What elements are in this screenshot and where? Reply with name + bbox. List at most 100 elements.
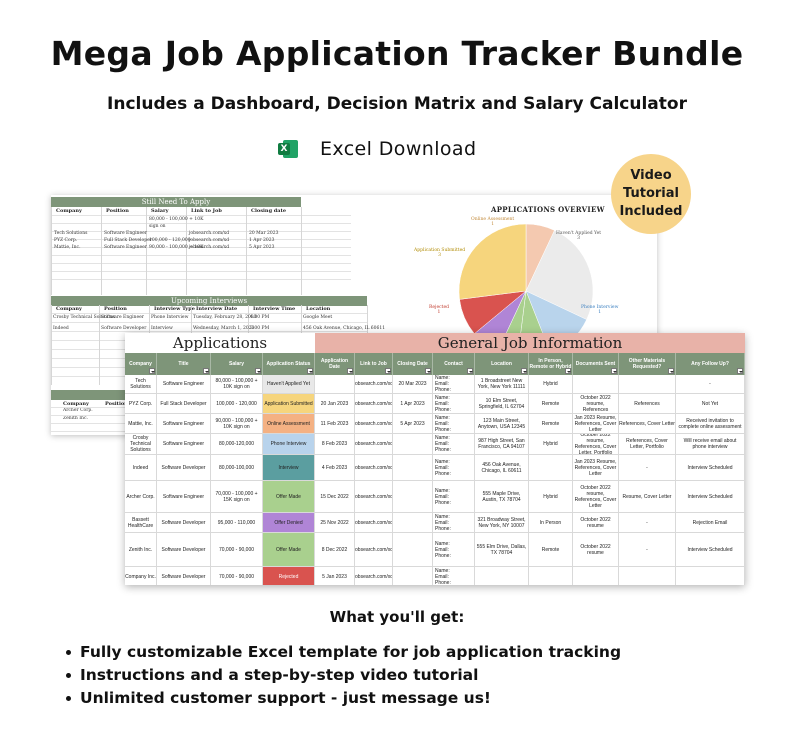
table-cell: Google Meet xyxy=(303,315,333,320)
status-cell: Offer Made xyxy=(263,533,315,567)
page-subtitle: Includes a Dashboard, Decision Matrix an… xyxy=(107,94,687,114)
filter-dropdown-icon[interactable] xyxy=(668,368,674,374)
table-cell: Hybrid xyxy=(529,481,573,513)
table-cell: Hybrid xyxy=(529,375,573,394)
table-cell: October 2022 resume, References, Cover L… xyxy=(573,434,619,455)
column-header: Application Status xyxy=(263,353,315,375)
table-cell: Software Developer xyxy=(157,455,211,481)
table-cell: Software Developer xyxy=(157,567,211,585)
table-cell xyxy=(619,375,676,394)
table-cell: jobsearch.com/xd xyxy=(189,238,230,243)
status-cell: Haven't Applied Yet xyxy=(263,375,315,394)
table-cell: 5 Apr 2023 xyxy=(393,414,433,434)
filter-dropdown-icon[interactable] xyxy=(425,368,431,374)
bullet-icon xyxy=(66,696,71,701)
filter-dropdown-icon[interactable] xyxy=(347,368,353,374)
third-band xyxy=(51,390,125,400)
filter-dropdown-icon[interactable] xyxy=(307,368,313,374)
pie-slice xyxy=(525,230,594,320)
column-header: Contact xyxy=(433,353,475,375)
table-header: Interview Type xyxy=(154,306,195,312)
grid-line xyxy=(51,223,351,224)
excel-label: Excel Download xyxy=(320,138,477,160)
table-cell xyxy=(393,481,433,513)
grid-line xyxy=(51,415,125,416)
excel-icon: X xyxy=(278,139,298,159)
table-cell: Mattie, Inc. xyxy=(125,414,157,434)
filter-dropdown-icon[interactable] xyxy=(385,368,391,374)
table-cell: Software Engineer xyxy=(157,434,211,455)
table-cell: 456 Oak Avenue, Chicago, IL 60611 xyxy=(303,326,386,331)
table-cell: Crosby Technical Solutions xyxy=(53,315,115,320)
table-header: Salary xyxy=(151,208,169,214)
table-cell xyxy=(619,567,676,585)
table-cell: 80,000-120,000 xyxy=(211,434,263,455)
table-cell xyxy=(573,567,619,585)
grid-line xyxy=(51,255,351,256)
table-cell: Full Stack Developer xyxy=(157,394,211,414)
filter-dropdown-icon[interactable] xyxy=(521,368,527,374)
filter-dropdown-icon[interactable] xyxy=(565,368,571,374)
table-cell: 456 Oak Avenue, Chicago, IL 60611 xyxy=(475,455,529,481)
table-cell: 5 Apr 2023 xyxy=(249,245,275,250)
filter-dropdown-icon[interactable] xyxy=(737,368,743,374)
table-cell: October 2022 resume xyxy=(573,533,619,567)
table-cell xyxy=(529,455,573,481)
table-cell: 4 Feb 2023 xyxy=(315,455,355,481)
column-header: Any Follow Up? xyxy=(676,353,745,375)
table-cell: Name: Email: Phone: xyxy=(433,455,475,481)
grid-line xyxy=(99,305,100,385)
table-cell: Name: Email: Phone: xyxy=(433,394,475,414)
grid-line xyxy=(186,207,187,295)
table-cell xyxy=(475,567,529,585)
table-cell: In Person xyxy=(529,513,573,533)
table-cell: Interview Scheduled xyxy=(676,455,745,481)
filter-dropdown-icon[interactable] xyxy=(149,368,155,374)
table-cell: Archer Corp. xyxy=(63,408,93,413)
table-cell: jobsearch.com/xd xyxy=(355,394,393,414)
filter-dropdown-icon[interactable] xyxy=(611,368,617,374)
table-cell: Full Stack Developer xyxy=(104,238,152,243)
grid-line xyxy=(101,207,102,295)
column-header: Title xyxy=(157,353,211,375)
filter-dropdown-icon[interactable] xyxy=(255,368,261,374)
table-cell: 5 Jan 2023 xyxy=(315,567,355,585)
table-cell xyxy=(393,513,433,533)
table-cell: jobsearch.com/xd xyxy=(355,567,393,585)
table-cell: Phone Interview xyxy=(151,315,189,320)
applications-title: Applications xyxy=(172,334,268,352)
column-header: Closing Date xyxy=(393,353,433,375)
table-header: Interview Date xyxy=(196,306,238,312)
table-cell: October 2022 resume xyxy=(573,513,619,533)
table-cell: Tech Solutions xyxy=(125,375,157,394)
table-cell: 70,000 - 90,000 xyxy=(211,533,263,567)
table-cell: 987 High Street, San Francisco, CA 94107 xyxy=(475,434,529,455)
table-cell: October 2022 resume, References, Cover L… xyxy=(573,481,619,513)
table-cell: 70,000 - 90,000 xyxy=(211,567,263,585)
status-cell: Rejected xyxy=(263,567,315,585)
table-cell: Not Yet xyxy=(676,394,745,414)
table-header: Closing date xyxy=(251,208,287,214)
table-cell: Zenith Inc. xyxy=(63,416,88,421)
table-cell: Mattie, Inc. xyxy=(54,245,81,250)
grid-line xyxy=(246,207,247,295)
grid-line xyxy=(51,423,125,424)
filter-dropdown-icon[interactable] xyxy=(467,368,473,374)
table-cell: Wednesday, March 1, 2023 xyxy=(193,326,255,331)
table-cell: Interview Scheduled xyxy=(676,533,745,567)
applications-sheet: Applications General Job Information Com… xyxy=(125,333,745,585)
still-need-band: Still Need To Apply xyxy=(51,197,301,207)
column-header: Link to Job xyxy=(355,353,393,375)
table-cell: 1 Apr 2023 xyxy=(393,394,433,414)
filter-dropdown-icon[interactable] xyxy=(203,368,209,374)
grid-line xyxy=(146,207,147,295)
grid-line xyxy=(51,207,52,295)
table-cell: - xyxy=(619,513,676,533)
video-badge-line: Included xyxy=(619,204,683,219)
status-cell: Offer Made xyxy=(263,481,315,513)
grid-line xyxy=(51,271,351,272)
feature-item: Fully customizable Excel template for jo… xyxy=(66,641,621,664)
table-cell xyxy=(393,533,433,567)
table-cell: References, Cover Letter xyxy=(619,414,676,434)
